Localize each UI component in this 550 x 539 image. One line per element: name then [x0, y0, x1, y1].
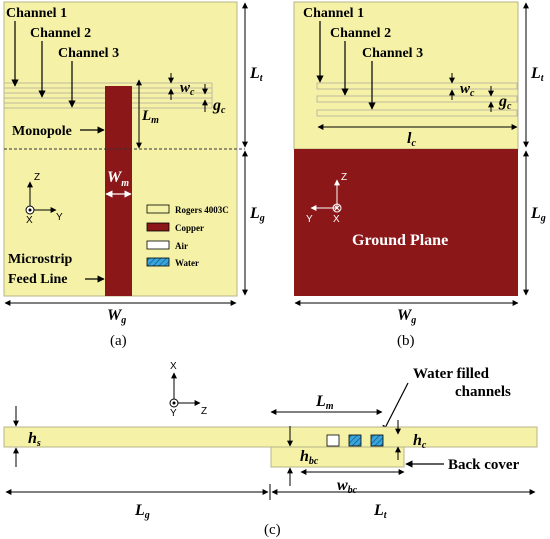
hbc-label-c: hbc: [300, 448, 319, 467]
wc-label-b: wc: [460, 81, 475, 99]
svg-text:Z: Z: [34, 172, 40, 183]
caption-c: (c): [264, 522, 281, 538]
channel-1-label-a: Channel 1: [6, 6, 67, 21]
wm-label-a: Wm: [107, 169, 129, 189]
channel-3-label-b: Channel 3: [362, 46, 423, 61]
caption-b: (b): [397, 333, 415, 349]
ground-plane: [294, 149, 518, 296]
lm-label-a: Lm: [141, 108, 159, 126]
axes-a: Z X Y: [25, 172, 63, 226]
wg-label-a: Wg: [107, 307, 126, 326]
svg-text:X: X: [333, 214, 340, 225]
caption-a: (a): [110, 333, 127, 349]
svg-text:Air: Air: [175, 241, 188, 251]
wc-label-a: wc: [180, 80, 195, 98]
lg-label-a: Lg: [249, 205, 265, 224]
panel-b: Channel 1 Channel 2 Channel 3 wc gc lc Z…: [293, 1, 546, 349]
panel-a: Channel 1 Channel 2 Channel 3 wc gc Lm M…: [3, 1, 265, 349]
svg-text:Y: Y: [170, 408, 177, 419]
gc-label-a: gc: [212, 97, 226, 116]
channel-2-label-b: Channel 2: [330, 26, 391, 41]
channel-1-label-b: Channel 1: [303, 6, 364, 21]
water-channels-label-1: Water filled: [413, 366, 490, 382]
channel-2-label-a: Channel 2: [30, 26, 91, 41]
lg-label-c: Lg: [134, 502, 150, 521]
svg-text:Y: Y: [56, 212, 63, 223]
hs-label-c: hs: [28, 430, 41, 449]
panel-c: X Y Z Water filled channels Lm hs hbc hc…: [3, 361, 538, 538]
channels-b: [316, 82, 518, 117]
air-channel: [326, 434, 340, 447]
svg-text:Copper: Copper: [175, 223, 204, 233]
monopole-label: Monopole: [12, 124, 72, 139]
lg-label-b: Lg: [530, 205, 546, 224]
water-channel-1: [348, 434, 362, 447]
lc-label-b: lc: [407, 130, 416, 149]
lt-label-b: Lt: [530, 65, 545, 84]
monopole-strip: [105, 86, 132, 296]
back-cover: [270, 446, 405, 468]
lt-label-c: Lt: [373, 502, 388, 521]
wg-label-b: Wg: [397, 307, 416, 326]
wbc-label-c: wbc: [337, 477, 358, 496]
hc-label-c: hc: [413, 432, 427, 451]
microstrip-label: Microstrip: [8, 252, 72, 267]
lt-label-a: Lt: [249, 65, 264, 84]
gc-label-b: gc: [498, 93, 512, 112]
svg-text:X: X: [26, 215, 33, 226]
substrate-c: [3, 426, 538, 448]
svg-text:Y: Y: [306, 214, 313, 225]
back-cover-label: Back cover: [448, 457, 520, 473]
lm-label-c: Lm: [315, 393, 334, 412]
ground-plane-label: Ground Plane: [352, 232, 448, 249]
legend-a: Rogers 4003C Copper Air Water: [146, 204, 229, 268]
axes-b: Z X Y: [306, 172, 347, 225]
svg-text:Water: Water: [175, 258, 199, 268]
feed-line-label: Feed Line: [8, 272, 68, 287]
water-channel-2: [370, 434, 384, 447]
svg-text:Z: Z: [201, 406, 207, 417]
svg-text:Z: Z: [341, 172, 347, 183]
svg-text:Rogers 4003C: Rogers 4003C: [175, 205, 229, 215]
axes-c: X Y Z: [169, 361, 207, 419]
water-channels-label-2: channels: [455, 384, 511, 400]
svg-text:X: X: [170, 361, 177, 372]
channel-3-label-a: Channel 3: [58, 46, 119, 61]
